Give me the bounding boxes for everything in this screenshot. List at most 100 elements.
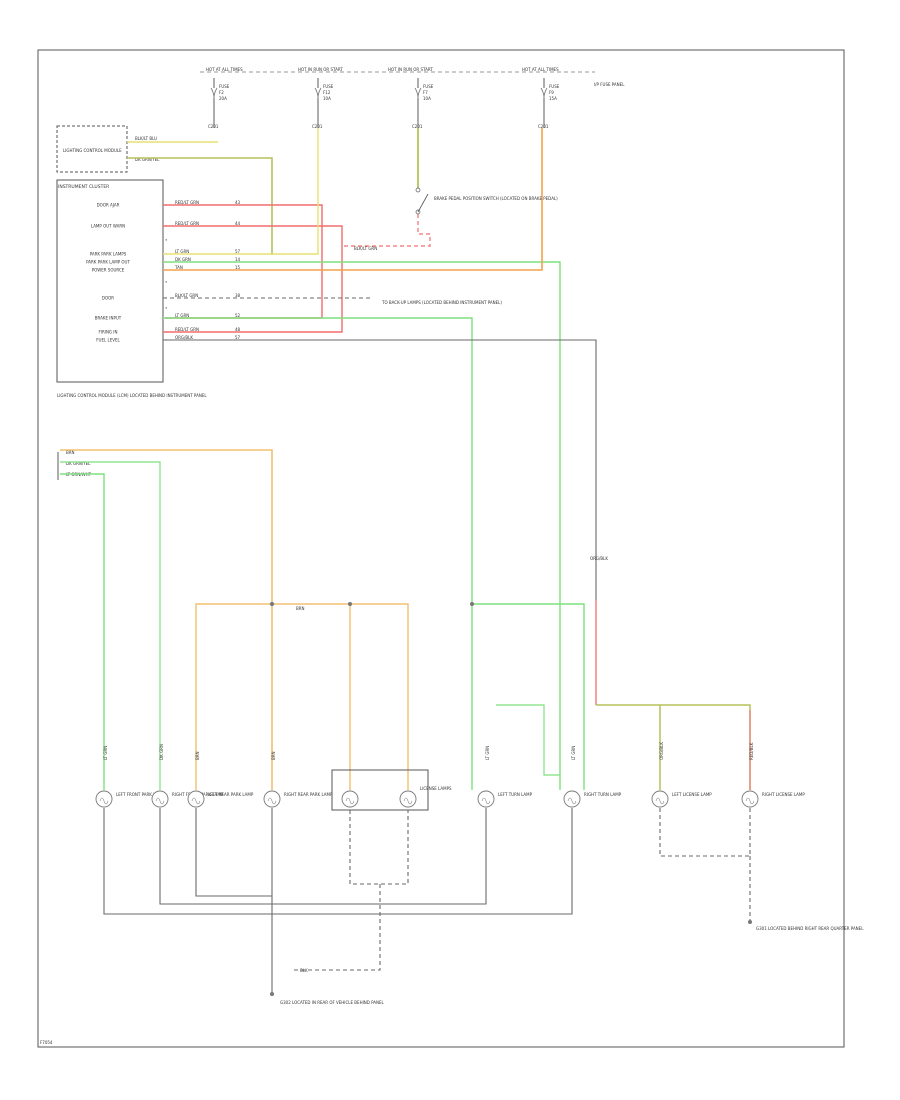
module-pin-label: FUEL LEVEL — [96, 338, 120, 343]
fuse-4-id: F9 — [549, 90, 554, 95]
fuse-4-connector: C201 — [538, 124, 549, 129]
fuse-2-id: F12 — [323, 90, 331, 95]
module-title: INSTRUMENT CLUSTER — [58, 184, 109, 190]
right-column-wire: ORG/BLK — [590, 556, 608, 561]
module-pin-wire: LT GRN — [175, 249, 189, 254]
fuse-source-2: HOT IN RUN OR START — [298, 67, 343, 72]
fuse-1: FUSE F2 20A C201 — [208, 78, 230, 129]
module-pin-label: LAMP OUT WARN — [91, 224, 125, 229]
fuse-source-4: HOT AT ALL TIMES — [522, 67, 559, 72]
fuse-1-id: F2 — [219, 90, 224, 95]
module-pin-circuit: 38 — [235, 293, 241, 298]
mid-bus-label: BRN — [296, 606, 305, 611]
lamp-wire-label: RED/BLK — [749, 742, 754, 760]
lamp-filament-icon — [191, 797, 201, 805]
wire-green-right — [163, 261, 561, 790]
fuse-2-symbol — [314, 87, 322, 99]
module-pin-label: DOOR AJAR — [97, 203, 120, 208]
wire-gray-right-column — [163, 339, 597, 600]
fuse-3-rating: 10A — [423, 96, 431, 101]
module-box — [56, 179, 164, 383]
wire-yellow-to-f12 — [163, 128, 319, 255]
module-pin-label: POWER SOURCE — [92, 268, 125, 273]
wire-brn-mid-bus — [195, 603, 409, 790]
lamp-bulb-icon — [341, 790, 359, 808]
ground-license-box — [292, 810, 409, 971]
lamp-bulb-icon — [741, 790, 759, 808]
lamp-bulb-icon — [399, 790, 417, 808]
fuse-3-name: FUSE — [423, 84, 434, 89]
left-bus-wire-2: DK GRN/YEL — [66, 461, 91, 466]
lamp-wire-label: BRN — [195, 751, 200, 760]
fuse-4: FUSE F9 15A C201 — [538, 78, 560, 129]
module-pin-circuit: 48 — [235, 327, 241, 332]
lamp-wire-label: LT GRN — [571, 746, 576, 760]
wire-dkgrn-left — [60, 461, 161, 790]
wire-olive-top — [127, 157, 273, 255]
wire-ltgrn-left — [60, 473, 105, 790]
module-top-wire-1: BLK/LT BLU — [135, 136, 157, 141]
lamp-filament-icon — [267, 797, 277, 805]
switch-blade — [417, 193, 429, 213]
module-pin-label: DOOR — [102, 296, 114, 301]
brake-switch-wire: BLK/LT GRN — [354, 246, 377, 251]
module-pin-circuit: 43 — [235, 200, 241, 205]
lamp-label: LEFT REAR PARK LAMP — [208, 792, 254, 797]
module-pin-marker: • — [165, 238, 167, 243]
module-pin-wire: RED/LT GRN — [175, 200, 199, 205]
instrument-cluster: LIGHTING CONTROL MODULE INSTRUMENT CLUST… — [56, 125, 241, 398]
lamp-label: RIGHT LICENSE LAMP — [762, 792, 805, 797]
wire-orange-to-f9 — [163, 128, 543, 271]
lamp-bulb-icon — [187, 790, 205, 808]
module-pin-wire: LT GRN — [175, 313, 189, 318]
lamp-wire-label: LT GRN — [485, 746, 490, 760]
lamp-bulb-icon — [477, 790, 495, 808]
page-frame — [37, 49, 845, 1048]
module-pin-wire: DK GRN — [175, 257, 191, 262]
fuse-3: FUSE F7 10A C201 — [412, 78, 434, 129]
module-pin-circuit: 52 — [235, 313, 241, 318]
splice-green — [470, 602, 474, 606]
fuse-2-name: FUSE — [323, 84, 334, 89]
module-pin-circuit: 15 — [235, 265, 241, 270]
brake-pedal-switch: BRAKE PEDAL POSITION SWITCH (LOCATED ON … — [354, 187, 558, 251]
lcm-sub-box — [56, 125, 128, 173]
bottom-ground-wire: BLK — [300, 968, 308, 973]
wire-red-2 — [163, 225, 343, 333]
lamp-filament-icon — [99, 797, 109, 805]
module-pin-circuit: 44 — [235, 221, 241, 226]
module-pin-marker: • — [165, 306, 167, 311]
lamp-wire-label: ORG/BLK — [659, 742, 664, 760]
splice-brn-2 — [348, 602, 352, 606]
module-pin-label: FIRING IN — [99, 330, 118, 335]
module-pin-circuit: 57 — [235, 249, 241, 254]
module-pin-circuit: 14 — [235, 257, 241, 262]
lamp-filament-icon — [655, 797, 665, 805]
lamp-bulb-icon — [151, 790, 169, 808]
wire-red-from-switch — [342, 214, 431, 247]
ground-bus — [103, 808, 573, 992]
fuse-2: FUSE F12 10A C201 — [312, 78, 334, 129]
lcm-sub-box-label: LIGHTING CONTROL MODULE — [63, 148, 122, 153]
wire-green-mid-bus — [472, 603, 585, 790]
module-pin-label: BRAKE INPUT — [95, 316, 122, 321]
wire-brn-top — [60, 449, 273, 790]
fuse-panel: HOT AT ALL TIMES HOT IN RUN OR START HOT… — [200, 67, 625, 129]
lamp-filament-icon — [745, 797, 755, 805]
license-assembly-label: LICENSE LAMPS — [420, 786, 452, 791]
module-pin-wire: RED/LT GRN — [175, 327, 199, 332]
splice-brn — [270, 602, 274, 606]
fuse-1-rating: 20A — [219, 96, 227, 101]
module-footer: LIGHTING CONTROL MODULE (LCM) LOCATED BE… — [57, 393, 207, 398]
module-pin-wire: RED/LT GRN — [175, 221, 199, 226]
fuse-3-symbol — [414, 87, 422, 99]
fuse-4-rating: 15A — [549, 96, 557, 101]
left-bus-wire-1: BRN — [66, 450, 75, 455]
module-pin-label: PARK PARK LAMPS — [90, 252, 127, 257]
lamp-bulb-icon — [563, 790, 581, 808]
lamp-wire-label: BRN — [271, 751, 276, 760]
lamp-filament-icon — [567, 797, 577, 805]
lamp-wire-label: DK GRN — [159, 744, 164, 760]
